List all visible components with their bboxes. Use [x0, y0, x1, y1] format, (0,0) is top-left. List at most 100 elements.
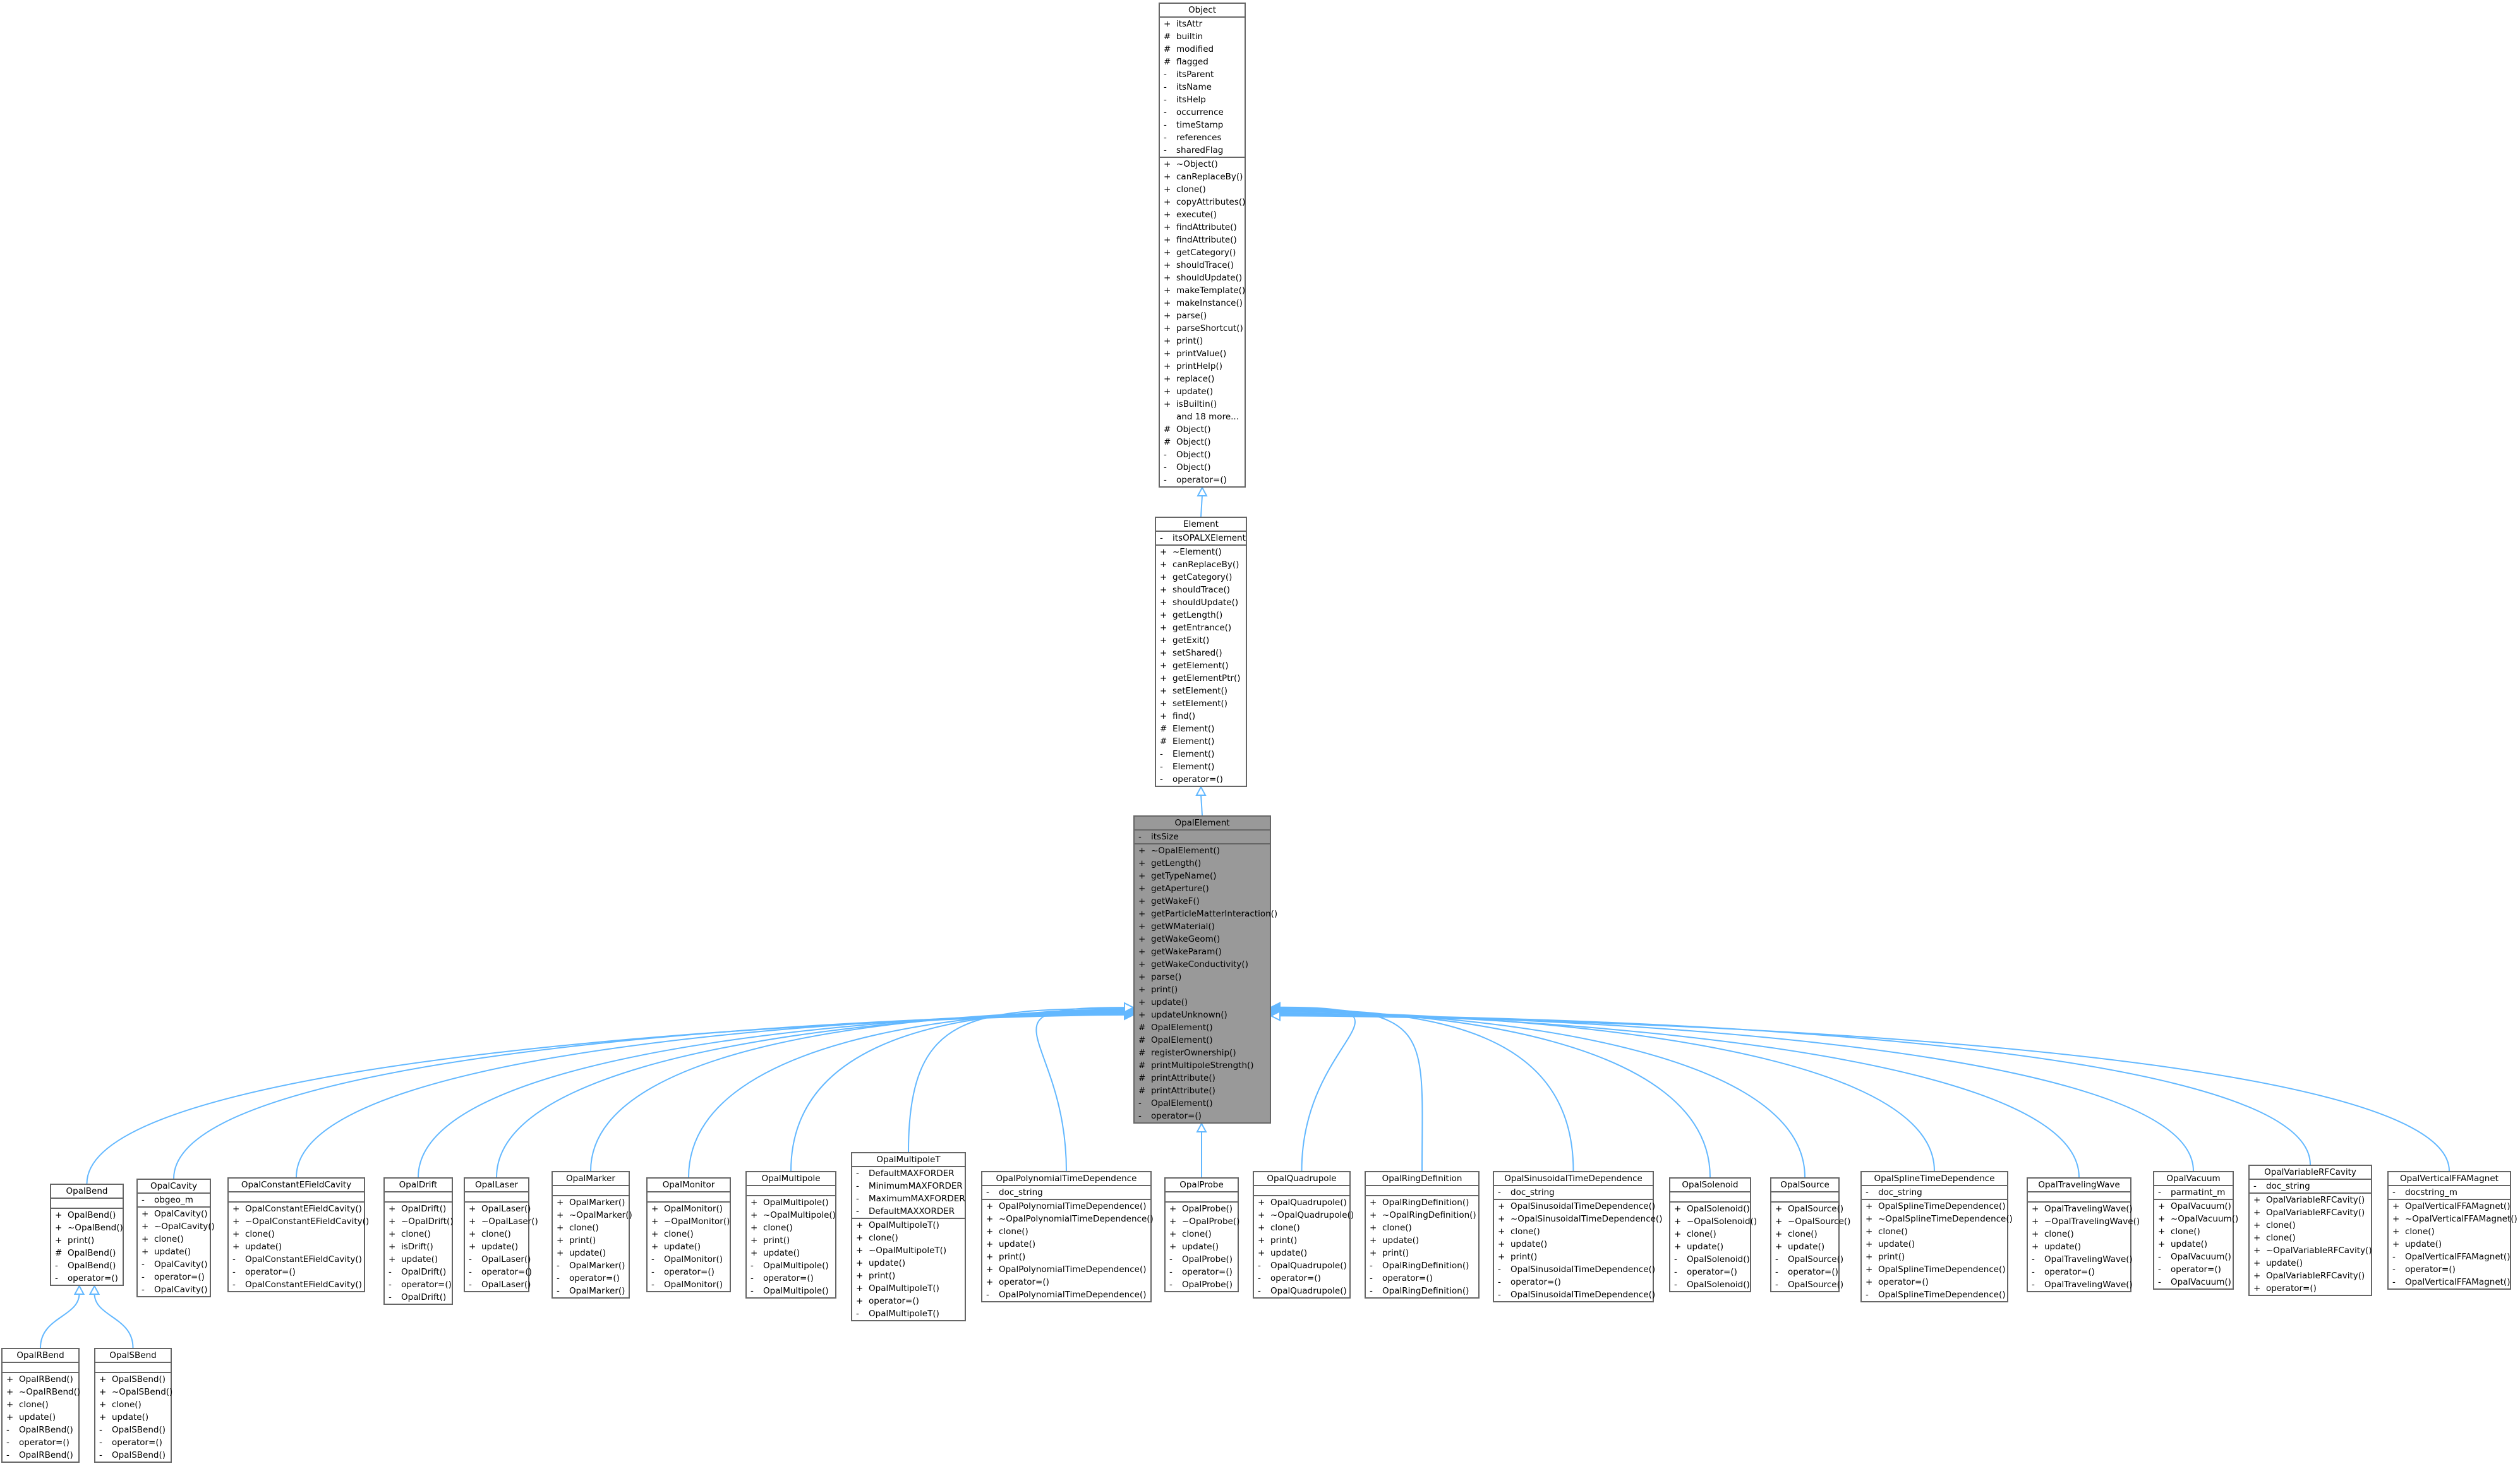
attribute-name: MaximumMAXFORDER — [869, 1194, 965, 1204]
method-name: OpalElement() — [1151, 1098, 1213, 1108]
class-box-object[interactable]: Object+itsAttr#builtin#modified#flagged-… — [1159, 3, 1246, 488]
visibility-marker: + — [1138, 972, 1146, 982]
class-box-opal-traveling-wave[interactable]: OpalTravelingWave+OpalTravelingWave()+~O… — [2027, 1177, 2140, 1292]
inheritance-edge — [1035, 1007, 1125, 1172]
method-row: -OpalVacuum() — [2158, 1276, 2231, 1288]
attributes-section — [1771, 1191, 1838, 1201]
class-box-opal-spline-time-dependence[interactable]: OpalSplineTimeDependence-doc_string+Opal… — [1860, 1171, 2013, 1302]
attribute-name: itsName — [1176, 82, 1212, 92]
visibility-marker: + — [2253, 1233, 2261, 1243]
method-row: +execute() — [1164, 208, 1241, 221]
method-row: +OpalCavity() — [142, 1208, 208, 1220]
visibility-marker: + — [2253, 1258, 2261, 1268]
class-box-opal-bend[interactable]: OpalBend+OpalBend()+~OpalBend()+print()#… — [50, 1184, 124, 1286]
class-name: OpalLaser — [475, 1180, 518, 1190]
visibility-marker: - — [751, 1273, 754, 1283]
class-box-opal-cavity[interactable]: OpalCavity-obgeo_m+OpalCavity()+~OpalCav… — [136, 1179, 215, 1297]
method-row: +~OpalQuadrupole() — [1258, 1209, 1354, 1222]
class-box-opal-vacuum[interactable]: OpalVacuum-parmatint_m+OpalVacuum()+~Opa… — [2153, 1171, 2238, 1290]
visibility-marker: + — [1138, 1010, 1146, 1020]
method-row: -operator=() — [232, 1266, 360, 1278]
method-name: OpalSplineTimeDependence() — [1878, 1201, 2006, 1211]
method-name: Element() — [1173, 724, 1215, 734]
method-row: +OpalProbe() — [1169, 1203, 1234, 1215]
class-name: OpalRBend — [16, 1350, 64, 1360]
class-box-opal-polynomial-time-dependence[interactable]: OpalPolynomialTimeDependence-doc_string+… — [981, 1171, 1154, 1302]
class-box-opal-vertical-ffamagnet[interactable]: OpalVerticalFFAMagnet-docstring_m+OpalVe… — [2387, 1171, 2517, 1290]
method-name: ~OpalDrift() — [401, 1216, 454, 1227]
class-box-opal-element[interactable]: OpalElement-itsSize+~OpalElement()+getLe… — [1133, 815, 1277, 1124]
method-row: +update() — [99, 1411, 167, 1424]
class-box-opal-constant-efield-cavity[interactable]: OpalConstantEFieldCavity+OpalConstantEFi… — [227, 1177, 369, 1292]
class-box-opal-multipole[interactable]: OpalMultipole+OpalMultipole()+~OpalMulti… — [745, 1171, 836, 1299]
method-name: clone() — [2405, 1227, 2435, 1237]
method-name: OpalMultipole() — [763, 1286, 829, 1296]
method-name: OpalSolenoid() — [1687, 1204, 1750, 1214]
class-box-opal-multipole-t[interactable]: OpalMultipoleT-DefaultMAXFORDER-MinimumM… — [851, 1152, 966, 1321]
attribute-row: #builtin — [1164, 30, 1241, 43]
class-box-opal-drift[interactable]: OpalDrift+OpalDrift()+~OpalDrift()+clone… — [383, 1177, 454, 1305]
inheritance-arrowhead — [1196, 1122, 1207, 1132]
method-row: +print() — [557, 1234, 625, 1247]
class-box-opal-sbend[interactable]: OpalSBend+OpalSBend()+~OpalSBend()+clone… — [94, 1348, 172, 1463]
visibility-marker: + — [232, 1204, 240, 1214]
class-box-opal-rbend[interactable]: OpalRBend+OpalRBend()+~OpalRBend()+clone… — [1, 1348, 80, 1463]
visibility-marker: + — [1160, 648, 1167, 658]
method-row: -OpalMarker() — [557, 1285, 625, 1297]
method-name: update() — [1510, 1239, 1548, 1249]
method-name: OpalRingDefinition() — [1382, 1286, 1469, 1296]
visibility-marker: + — [2158, 1227, 2166, 1237]
method-name: parse() — [1151, 972, 1182, 982]
class-box-opal-marker[interactable]: OpalMarker+OpalMarker()+~OpalMarker()+cl… — [552, 1171, 632, 1299]
method-name: and 18 more... — [1176, 412, 1239, 422]
class-box-opal-ring-definition[interactable]: OpalRingDefinition+OpalRingDefinition()+… — [1365, 1171, 1480, 1299]
method-row: +OpalVerticalFFAMagnet() — [2392, 1200, 2510, 1213]
class-name: OpalMonitor — [662, 1180, 715, 1190]
method-row: +~OpalSplineTimeDependence() — [1866, 1213, 2013, 1225]
visibility-marker: + — [2253, 1220, 2261, 1230]
class-box-opal-monitor[interactable]: OpalMonitor +OpalMonitor()+~OpalMonitor()… — [646, 1177, 731, 1292]
method-name: OpalCavity() — [154, 1209, 208, 1219]
methods-section: +OpalMonitor()+~OpalMonitor()+clone()+up… — [648, 1201, 730, 1291]
method-name: OpalVariableRFCavity() — [2266, 1271, 2365, 1281]
attributes-section — [1254, 1185, 1349, 1195]
attribute-name: obgeo_m — [154, 1195, 193, 1205]
method-row: +OpalPolynomialTimeDependence() — [986, 1200, 1147, 1213]
class-box-opal-solenoid[interactable]: OpalSolenoid+OpalSolenoid()+~OpalSolenoi… — [1669, 1177, 1757, 1292]
method-row: +~OpalMultipoleT() — [856, 1244, 961, 1257]
method-name: OpalVacuum() — [2171, 1277, 2231, 1287]
method-row: +OpalConstantEFieldCavity() — [232, 1203, 362, 1215]
method-row: +update() — [856, 1257, 961, 1270]
class-box-element[interactable]: Element-itsOPALXElement+~Element()+canRe… — [1155, 517, 1247, 787]
method-name: setElement() — [1173, 699, 1228, 709]
class-box-opal-probe[interactable]: OpalProbe+OpalProbe()+~OpalProbe()+clone… — [1164, 1177, 1239, 1292]
method-name: getEntrance() — [1173, 623, 1232, 633]
visibility-marker: + — [986, 1227, 994, 1237]
visibility-marker: + — [389, 1242, 396, 1252]
methods-section: +OpalVacuum()+~OpalVacuum()+clone()+upda… — [2154, 1199, 2238, 1288]
method-name: print() — [1382, 1248, 1409, 1258]
method-row: +~OpalTravelingWave() — [2032, 1215, 2140, 1228]
class-box-opal-quadrupole[interactable]: OpalQuadrupole+OpalQuadrupole()+~OpalQua… — [1253, 1171, 1354, 1299]
class-box-opal-sinusoidal-time-dependence[interactable]: OpalSinusoidalTimeDependence-doc_string+… — [1493, 1171, 1662, 1302]
method-name: operator=() — [1788, 1267, 1838, 1277]
class-box-opal-variable-rfcavity[interactable]: OpalVariableRFCavity-doc_string+OpalVari… — [2248, 1165, 2372, 1296]
method-name: getWakeGeom() — [1151, 934, 1221, 944]
method-name: ~OpalMultipole() — [763, 1210, 836, 1220]
visibility-marker: + — [1775, 1204, 1783, 1214]
method-name: update() — [2171, 1239, 2208, 1249]
method-name: shouldUpdate() — [1176, 273, 1243, 283]
class-box-opal-laser[interactable]: OpalLaser+OpalLaser()+~OpalLaser()+clone… — [464, 1177, 538, 1292]
visibility-marker: + — [1164, 399, 1171, 409]
method-row: -operator=() — [751, 1272, 831, 1285]
method-row: +OpalVariableRFCavity() — [2253, 1270, 2367, 1282]
visibility-marker: + — [1775, 1216, 1783, 1227]
method-name: operator=() — [1687, 1267, 1737, 1277]
class-box-opal-source[interactable]: OpalSource+OpalSource()+~OpalSource()+cl… — [1770, 1177, 1850, 1292]
method-name: operator=() — [1878, 1277, 1929, 1287]
inheritance-edge — [1200, 495, 1203, 517]
method-name: OpalSinusoidalTimeDependence() — [1510, 1201, 1656, 1211]
visibility-marker: + — [6, 1374, 14, 1384]
method-name: update() — [19, 1412, 56, 1422]
